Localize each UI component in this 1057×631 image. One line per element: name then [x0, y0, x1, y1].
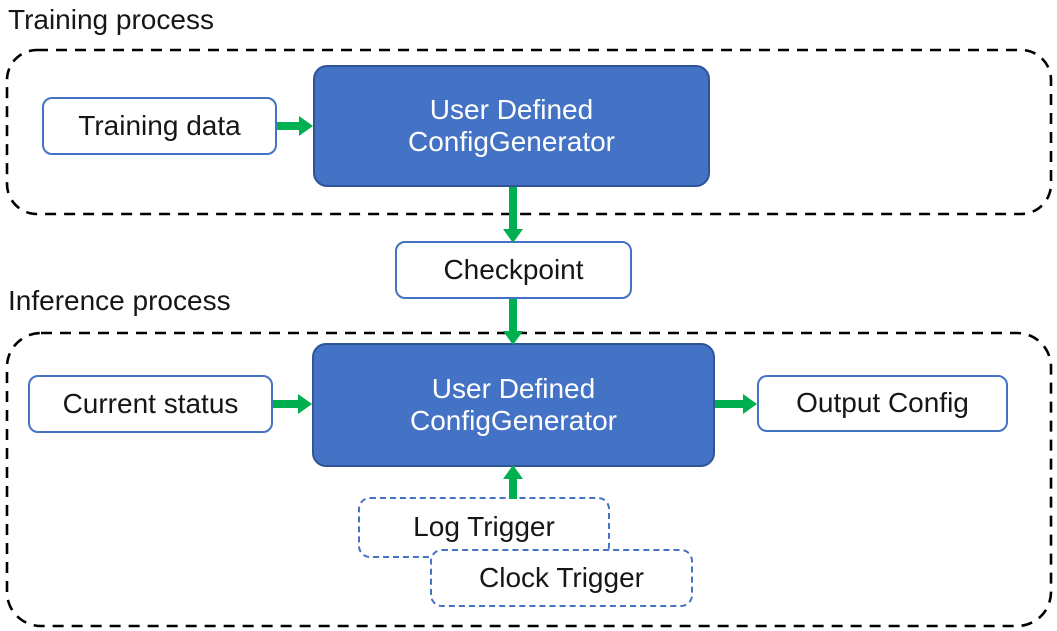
inference-process-title: Inference process: [8, 285, 231, 316]
output-config-label: Output Config: [796, 387, 969, 419]
arrowhead-right: [299, 116, 313, 136]
output-config-node: Output Config: [757, 375, 1008, 432]
training-config-generator-node: User Defined ConfigGenerator: [313, 65, 710, 187]
arrow-right-icon: [277, 115, 313, 137]
arrowhead-right: [298, 394, 312, 414]
clock-trigger-node: Clock Trigger: [430, 549, 693, 607]
training-data-node: Training data: [42, 97, 277, 155]
arrowhead-right: [743, 394, 757, 414]
arrowhead-up: [503, 465, 523, 479]
arrow-down-icon: [503, 299, 523, 345]
arrow-shaft: [509, 299, 517, 331]
arrow-right-icon: [715, 393, 757, 415]
generator-label-line1: User Defined: [429, 93, 594, 125]
checkpoint-node: Checkpoint: [395, 241, 632, 299]
arrowhead-down: [503, 331, 523, 345]
arrow-shaft: [509, 479, 517, 499]
training-data-label: Training data: [78, 109, 241, 141]
current-status-node: Current status: [28, 375, 273, 433]
inference-config-generator-node: User Defined ConfigGenerator: [312, 343, 715, 467]
generator-label-line2: ConfigGenerator: [407, 126, 615, 157]
generator-label-line1: User Defined: [431, 372, 596, 404]
arrow-shaft: [277, 122, 299, 130]
log-trigger-label: Log Trigger: [413, 511, 555, 543]
training-process-title: Training process: [8, 4, 214, 35]
arrowhead-down: [503, 229, 523, 243]
arrow-shaft: [715, 400, 743, 408]
generator-label-line2: ConfigGenerator: [409, 405, 617, 436]
arrow-right-icon: [273, 393, 312, 415]
arrow-shaft: [273, 400, 298, 408]
arrow-up-icon: [503, 465, 523, 499]
current-status-label: Current status: [62, 387, 239, 419]
arrow-down-icon: [503, 187, 523, 243]
clock-trigger-label: Clock Trigger: [479, 561, 644, 593]
checkpoint-label: Checkpoint: [443, 253, 584, 285]
arrow-shaft: [509, 187, 517, 229]
